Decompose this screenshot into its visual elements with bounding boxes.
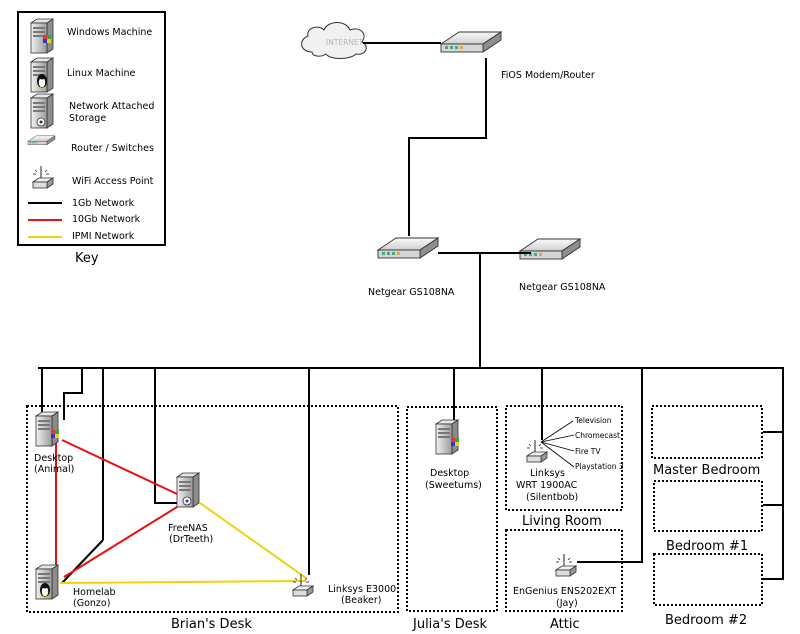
key-label-linux: Linux Machine [67, 68, 136, 79]
gonzo-linux-icon [35, 564, 59, 600]
drteeth-nas-icon [176, 472, 200, 508]
room-label-brians-desk: Brian's Desk [171, 617, 252, 632]
link-10gb-animal-drteeth [61, 439, 178, 495]
key-label-nas-line2: Storage [69, 113, 106, 124]
beaker-label-1: Linksys E3000 [328, 584, 396, 595]
switch1-label: Netgear GS108NA [368, 287, 455, 298]
internet-label: INTERNET [326, 38, 364, 47]
drop-animal-ipmi [63, 368, 83, 420]
jay-ap-icon [555, 553, 577, 577]
jay-label-1: EnGenius ENS202EXT [513, 586, 616, 597]
gonzo-label-2: (Gonzo) [73, 598, 110, 609]
room-box-living-room [505, 405, 623, 511]
link-10gb-gonzo-drteeth [63, 506, 178, 578]
client-fire-tv: Fire TV [575, 447, 601, 456]
sweetums-windows-icon [435, 419, 459, 455]
key-label-nas-line1: Network Attached [69, 101, 154, 112]
key-label-router: Router / Switches [71, 143, 154, 154]
room-label-master-bedroom: Master Bedroom [653, 463, 760, 478]
windows-machine-icon [30, 18, 54, 54]
key-label-wifi: WiFi Access Point [72, 176, 154, 187]
fios-label: FiOS Modem/Router [501, 70, 595, 81]
room-label-bedroom1: Bedroom #1 [666, 539, 748, 554]
sweetums-label-1: Desktop [430, 468, 469, 479]
drop-drteeth [154, 368, 177, 504]
silentbob-label-1: Linksys [530, 468, 565, 479]
room-box-attic [505, 529, 623, 612]
drteeth-label-1: FreeNAS [168, 523, 208, 534]
key-legend: Windows Machine Linux Machine Network At… [17, 11, 166, 266]
room-label-bedroom2: Bedroom #2 [665, 613, 747, 628]
key-label-1gb: 1Gb Network [72, 198, 135, 209]
link-ipmi-gonzo-beaker [59, 580, 307, 584]
room-box-julias-desk [406, 406, 498, 612]
wireless-client-links [540, 420, 575, 468]
room-box-bedroom2 [653, 553, 763, 606]
room-box-master-bedroom [651, 405, 763, 459]
animal-label-2: (Animal) [34, 464, 74, 475]
beaker-label-2: (Beaker) [341, 595, 382, 606]
link-ipmi-drteeth-beaker [199, 502, 307, 579]
silentbob-ap-icon [526, 439, 548, 463]
fios-router-icon [440, 31, 502, 53]
nas-icon [30, 93, 54, 129]
switch1-icon [377, 237, 439, 259]
switch2-icon [519, 238, 581, 260]
gonzo-label-1: Homelab [73, 587, 116, 598]
room-label-attic: Attic [550, 617, 580, 632]
room-box-bedroom1 [653, 480, 763, 532]
switch2-label: Netgear GS108NA [519, 282, 606, 293]
beaker-ap-icon [292, 573, 314, 597]
key-title: Key [75, 251, 99, 266]
internet-cloud: INTERNET [301, 22, 367, 59]
client-chromecast: Chromecast [575, 431, 620, 440]
drop-jay [577, 368, 643, 563]
client-television: Television [574, 416, 612, 425]
linux-machine-icon [30, 57, 54, 93]
silentbob-label-3: (Silentbob) [526, 492, 578, 503]
silentbob-label-2: WRT 1900AC [516, 480, 578, 491]
jay-label-2: (Jay) [556, 598, 578, 609]
drteeth-label-2: (DrTeeth) [169, 534, 213, 545]
room-label-julias-desk: Julia's Desk [412, 617, 488, 632]
drop-gonzo [61, 539, 104, 584]
key-label-windows: Windows Machine [67, 27, 152, 38]
animal-label-1: Desktop [34, 453, 73, 464]
client-playstation: Playstation 3 [575, 462, 624, 471]
room-label-living-room: Living Room [522, 514, 602, 529]
animal-windows-icon [35, 411, 59, 447]
key-label-10gb: 10Gb Network [72, 214, 141, 225]
sweetums-label-2: (Sweetums) [425, 480, 482, 491]
key-label-ipmi: IPMI Network [72, 231, 135, 242]
link-fios-switch1 [408, 58, 487, 236]
room-box-brians-desk [26, 405, 399, 613]
